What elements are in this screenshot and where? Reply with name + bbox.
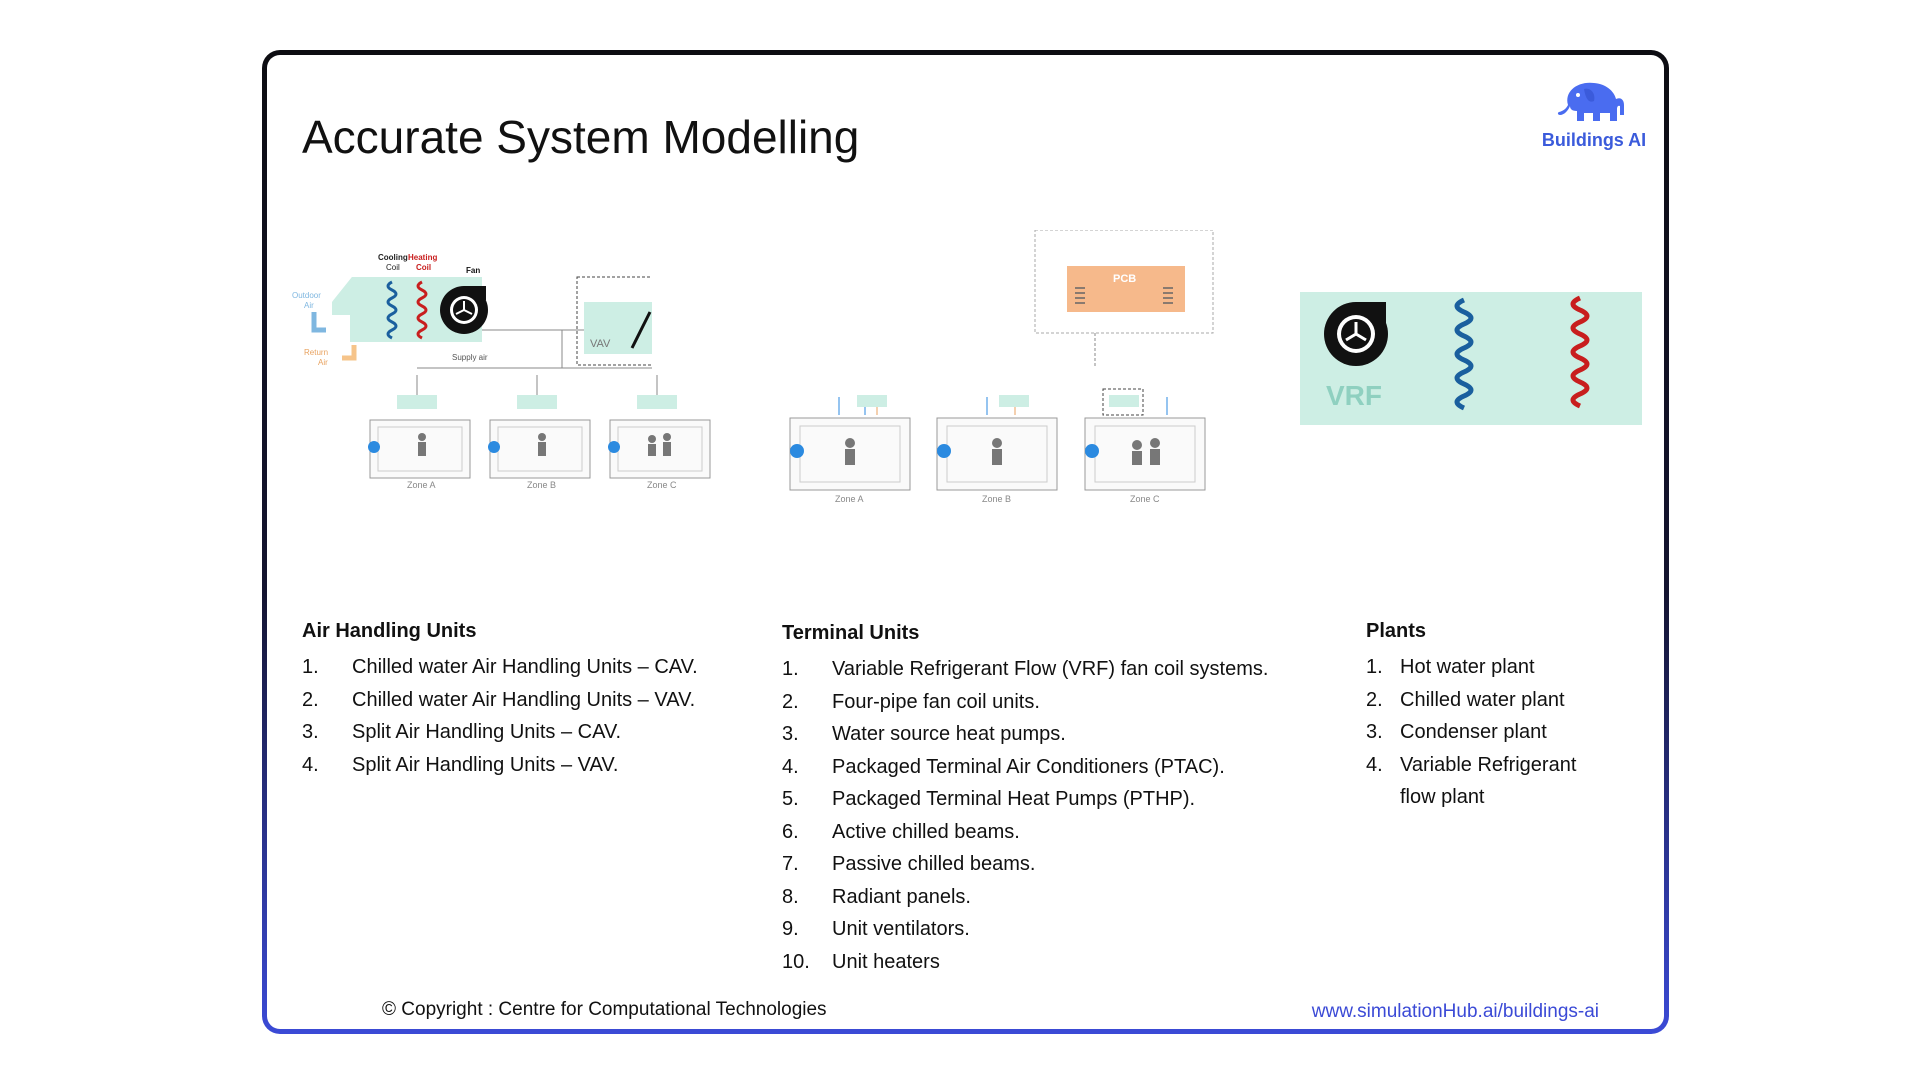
terminal-zone-c [1084, 388, 1206, 491]
vrf-cooling-coil-icon [1454, 297, 1474, 411]
svg-text:Air: Air [318, 358, 328, 367]
list-item: 3.Condenser plant [1366, 721, 1547, 743]
ahu-zone-c-label: Zone C [647, 480, 677, 490]
outdoor-air-label: Outdoor [292, 291, 321, 300]
list-item: 2.Chilled water plant [1366, 688, 1565, 711]
vav-label: VAV [590, 338, 611, 350]
list-item: 4.Variable Refrigerant flow plant [1366, 753, 1577, 809]
list-item: 1.Hot water plant [1366, 656, 1535, 678]
pcb-unit [1067, 266, 1185, 312]
heating-coil-icon [416, 280, 428, 340]
pcb-dashed-box [1034, 230, 1214, 334]
buildings-ai-logo: Buildings AI [1534, 75, 1654, 151]
list-item: 8.Radiant panels. [782, 885, 971, 908]
vrf-heating-coil-icon [1570, 295, 1590, 409]
terminal-column-title: Terminal Units [782, 622, 920, 644]
plants-column-title: Plants [1366, 620, 1427, 642]
ahu-diagram: Cooling Coil Heating Coil Fan Outdoor Ai… [292, 253, 652, 369]
svg-text:Coil: Coil [416, 263, 431, 272]
vrf-diagram: VRF [1300, 292, 1642, 425]
vrf-label: VRF [1326, 380, 1382, 411]
website-link[interactable]: www.simulationHub.ai/buildings-ai [1311, 1001, 1599, 1022]
elephant-icon [1557, 82, 1624, 121]
terminal-zone-a-label: Zone A [835, 494, 864, 504]
ahu-zone-a-label: Zone A [407, 480, 436, 490]
list-item: 3.Split Air Handling Units – CAV. [302, 721, 622, 743]
list-item: 4.Packaged Terminal Air Conditioners (PT… [782, 755, 1225, 778]
return-air-label: Return [304, 348, 328, 357]
svg-text:Air: Air [304, 301, 314, 310]
damper-icon [630, 311, 652, 349]
list-item: 2.Four-pipe fan coil units. [782, 690, 1040, 713]
slide: Accurate System Modelling Buildings AI [267, 55, 1664, 1029]
page-title: Accurate System Modelling [302, 111, 860, 163]
svg-text:Coil: Coil [386, 263, 400, 272]
terminal-zone-b [936, 395, 1058, 491]
list-item: 1.Variable Refrigerant Flow (VRF) fan co… [782, 658, 1269, 680]
list-item: 9.Unit ventilators. [782, 918, 970, 940]
cooling-coil-icon [386, 280, 398, 340]
list-item: 5.Packaged Terminal Heat Pumps (PTHP). [782, 788, 1196, 810]
fan-icon [440, 286, 488, 334]
terminal-zone-b-label: Zone B [982, 494, 1011, 504]
slide-frame: Accurate System Modelling Buildings AI [262, 50, 1669, 1034]
plants-list: 1.Hot water plant 2.Chilled water plant … [1366, 651, 1606, 814]
ahu-zone-b [488, 375, 591, 479]
list-item: 1.Chilled water Air Handling Units – CAV… [302, 656, 698, 678]
ahu-zone-b-label: Zone B [527, 480, 556, 490]
list-item: 6.Active chilled beams. [782, 820, 1020, 843]
terminal-list: 1.Variable Refrigerant Flow (VRF) fan co… [782, 653, 1302, 978]
terminal-zone-c-label: Zone C [1130, 494, 1160, 504]
copyright-text: © Copyright : Centre for Computational T… [382, 999, 827, 1020]
pcb-label: PCB [1113, 273, 1136, 285]
ahu-list: 1.Chilled water Air Handling Units – CAV… [302, 651, 722, 781]
cooling-coil-label: Cooling [378, 253, 408, 262]
fan-label: Fan [466, 266, 480, 275]
ahu-zone-a [368, 375, 471, 479]
ahu-zone-c [608, 375, 711, 479]
ahu-column-title: Air Handling Units [302, 620, 477, 642]
list-item: 3.Water source heat pumps. [782, 723, 1066, 745]
supply-air-label: Supply air [452, 353, 488, 362]
list-item: 2.Chilled water Air Handling Units – VAV… [302, 688, 696, 711]
heating-coil-label: Heating [408, 253, 437, 262]
ahu-box [332, 277, 482, 342]
vav-dashed-box [576, 276, 652, 366]
return-air-arrow [342, 345, 357, 361]
terminal-zone-a [789, 395, 911, 491]
outdoor-air-arrow [311, 312, 326, 333]
list-item: 4.Split Air Handling Units – VAV. [302, 753, 619, 776]
list-item: 10.Unit heaters [782, 950, 940, 973]
zones-row: Zone A Zone B Zone C [368, 375, 1206, 504]
list-item: 7.Passive chilled beams. [782, 853, 1036, 875]
vrf-fan-icon [1324, 302, 1388, 366]
logo-text: Buildings AI [1541, 130, 1647, 150]
terminal-units-diagram: PCB [1034, 230, 1214, 368]
